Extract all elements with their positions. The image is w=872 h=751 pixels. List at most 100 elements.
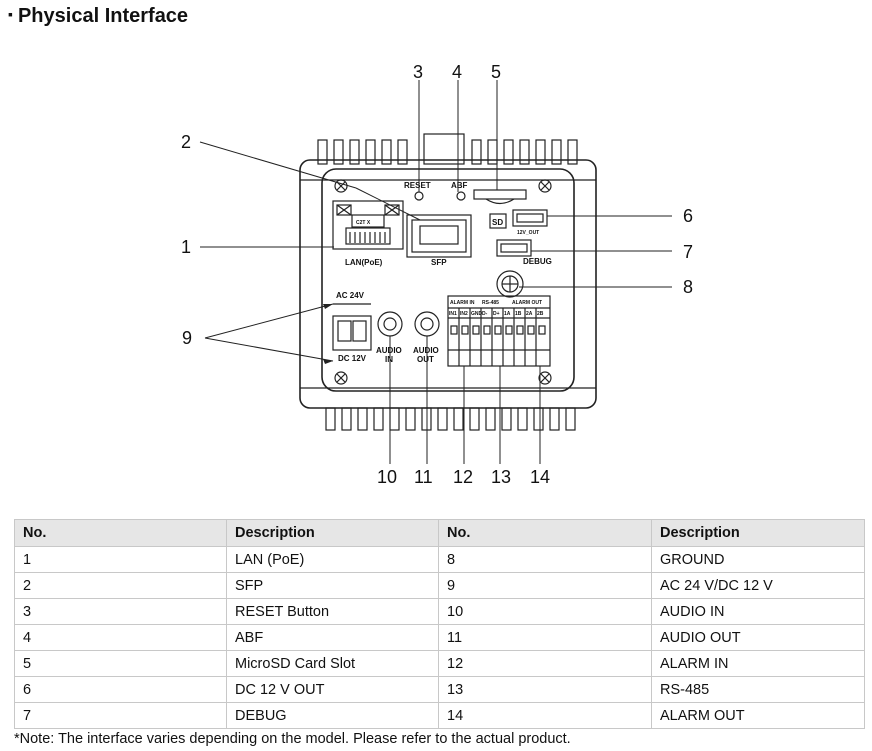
terminal-label: IN1	[449, 311, 457, 317]
table-cell: 11	[438, 624, 652, 651]
bottom-cooling-fins	[325, 407, 576, 431]
terminal-label: 2A	[526, 311, 533, 317]
debug-connector	[496, 239, 532, 257]
callout-7: 7	[683, 242, 693, 262]
microsd-slot	[473, 189, 527, 200]
table-row: 4 ABF 11 AUDIO OUT	[14, 624, 865, 651]
rear-panel-diagram: RESET ABF LAN(PoE) SFP SD 12V_OUT DEBUG …	[181, 62, 693, 487]
terminal-label: 1B	[515, 311, 522, 317]
alarm-in-label: ALARM IN	[450, 300, 475, 306]
callout-13: 13	[491, 467, 511, 487]
reset-label: RESET	[404, 181, 431, 190]
table-row: 1 LAN (PoE) 8 GROUND	[14, 546, 865, 573]
callout-8: 8	[683, 277, 693, 297]
ac-label: AC 24V	[336, 291, 365, 300]
audio-in-label-2: IN	[385, 355, 393, 364]
table-cell: 12	[438, 650, 652, 677]
callout-6: 6	[683, 206, 693, 226]
terminal-label: 1A	[504, 311, 511, 317]
io-terminal-block	[447, 295, 551, 367]
camera-housing	[299, 159, 597, 409]
table-cell: RESET Button	[226, 598, 439, 625]
sd-label: SD	[492, 218, 503, 227]
header-description-2: Description	[651, 519, 865, 547]
table-cell: 5	[14, 650, 227, 677]
table-cell: AUDIO IN	[651, 598, 865, 625]
table-cell: 14	[438, 702, 652, 729]
note-text: *Note: The interface varies depending on…	[14, 731, 571, 747]
callout-3: 3	[413, 62, 423, 82]
table-cell: 1	[14, 546, 227, 573]
ground-screw	[496, 270, 524, 298]
table-cell: DC 12 V OUT	[226, 676, 439, 703]
callout-9: 9	[182, 328, 192, 348]
rs485-label: RS-485	[482, 300, 499, 306]
callout-5: 5	[491, 62, 501, 82]
terminal-label: IN2	[460, 311, 468, 317]
table-header-row: No. Description No. Description	[14, 519, 865, 547]
header-no-1: No.	[14, 519, 227, 547]
panel-screws	[334, 179, 552, 385]
callout-14: 14	[530, 467, 550, 487]
dc-out-label: 12V_OUT	[517, 230, 539, 236]
callout-4: 4	[452, 62, 462, 82]
alarm-out-label: ALARM OUT	[512, 300, 542, 306]
heading-bullet: ▪	[8, 6, 13, 22]
table-cell: GROUND	[651, 546, 865, 573]
section-heading: ▪Physical Interface	[8, 5, 188, 28]
callout-2: 2	[181, 132, 191, 152]
table-cell: ABF	[226, 624, 439, 651]
lan-port	[332, 200, 404, 250]
table-cell: AUDIO OUT	[651, 624, 865, 651]
table-cell: 2	[14, 572, 227, 599]
table-cell: 13	[438, 676, 652, 703]
audio-out-label-1: AUDIO	[413, 346, 439, 355]
debug-label: DEBUG	[523, 257, 552, 266]
dc-out-connector	[512, 209, 548, 227]
callout-1: 1	[181, 237, 191, 257]
header-no-2: No.	[438, 519, 652, 547]
table-cell: 10	[438, 598, 652, 625]
abf-label: ABF	[451, 181, 468, 190]
table-cell: LAN (PoE)	[226, 546, 439, 573]
power-terminal	[332, 303, 372, 351]
audio-out-label-2: OUT	[417, 355, 434, 364]
table-row: 6 DC 12 V OUT 13 RS-485	[14, 676, 865, 703]
lan-label: LAN(PoE)	[345, 258, 383, 267]
lan-chip-label: C2T X	[356, 220, 371, 226]
table-row: 3 RESET Button 10 AUDIO IN	[14, 598, 865, 625]
table-cell: ALARM OUT	[651, 702, 865, 729]
callout-12: 12	[453, 467, 473, 487]
table-cell: DEBUG	[226, 702, 439, 729]
back-plate	[321, 168, 575, 392]
table-row: 5 MicroSD Card Slot 12 ALARM IN	[14, 650, 865, 677]
table-cell: RS-485	[651, 676, 865, 703]
table-cell: 6	[14, 676, 227, 703]
table-row: 7 DEBUG 14 ALARM OUT	[14, 702, 865, 729]
callout-11: 11	[414, 467, 433, 487]
abf-button	[456, 191, 466, 201]
table-cell: ALARM IN	[651, 650, 865, 677]
audio-out-jack	[414, 311, 440, 337]
terminal-label: D+	[493, 311, 500, 317]
interface-table: No. Description No. Description 1 LAN (P…	[14, 519, 865, 729]
sfp-label: SFP	[431, 258, 447, 267]
terminal-label: D-	[482, 311, 488, 317]
table-cell: SFP	[226, 572, 439, 599]
heading-title: Physical Interface	[17, 5, 189, 27]
dc-label: DC 12V	[338, 354, 367, 363]
table-cell: 4	[14, 624, 227, 651]
sfp-port	[406, 214, 472, 258]
table-cell: MicroSD Card Slot	[226, 650, 439, 677]
terminal-label: 2B	[537, 311, 544, 317]
reset-button	[414, 191, 424, 201]
table-cell: AC 24 V/DC 12 V	[651, 572, 865, 599]
table-cell: 7	[14, 702, 227, 729]
table-row: 2 SFP 9 AC 24 V/DC 12 V	[14, 572, 865, 599]
terminal-label: GND	[471, 311, 483, 317]
header-description-1: Description	[226, 519, 439, 547]
callout-leaders	[199, 80, 672, 464]
audio-in-label-1: AUDIO	[376, 346, 402, 355]
table-cell: 3	[14, 598, 227, 625]
